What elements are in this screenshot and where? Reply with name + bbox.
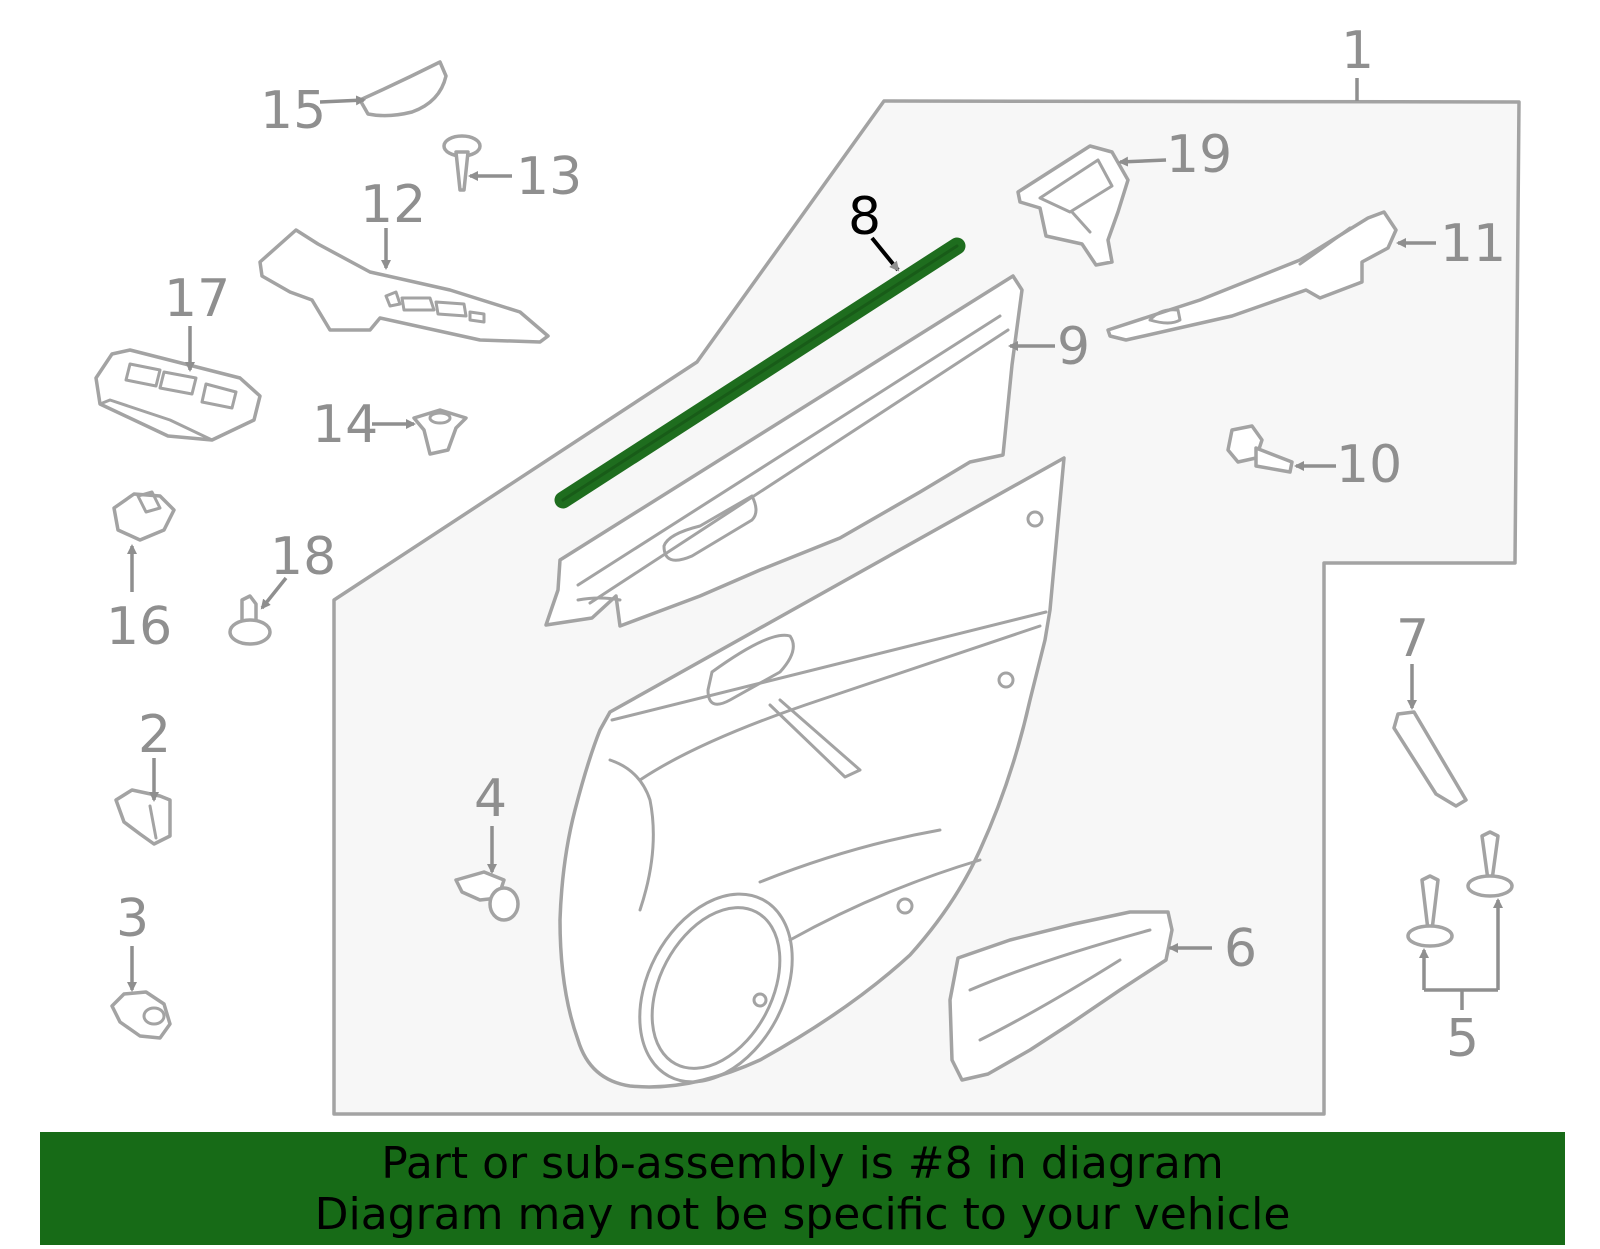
callout-5: 5 bbox=[1446, 1009, 1479, 1069]
callout-11: 11 bbox=[1440, 214, 1506, 274]
callout-18: 18 bbox=[270, 527, 336, 587]
part-18-push-pin bbox=[228, 594, 272, 646]
part-7-cover bbox=[1392, 710, 1468, 808]
callout-7: 7 bbox=[1396, 609, 1429, 669]
callout-13: 13 bbox=[516, 147, 582, 207]
part-13-screw bbox=[442, 134, 482, 192]
callout-16: 16 bbox=[106, 597, 172, 657]
callout-1: 1 bbox=[1341, 21, 1374, 81]
part-11-armrest-bezel bbox=[1106, 210, 1398, 342]
banner-line-2: Diagram may not be specific to your vehi… bbox=[314, 1188, 1291, 1240]
callout-17: 17 bbox=[164, 269, 230, 329]
part-10-bolt bbox=[1226, 424, 1294, 474]
banner-line-1: Part or sub-assembly is #8 in diagram bbox=[381, 1137, 1224, 1189]
callout-19: 19 bbox=[1166, 125, 1232, 185]
info-banner: Part or sub-assembly is #8 in diagram Di… bbox=[40, 1132, 1565, 1245]
part-15-trim-cap bbox=[358, 60, 448, 118]
part-6-pocket bbox=[948, 910, 1174, 1082]
callout-10: 10 bbox=[1336, 435, 1402, 495]
callout-8: 8 bbox=[848, 187, 881, 247]
callout-4: 4 bbox=[474, 769, 507, 829]
callout-2: 2 bbox=[138, 705, 171, 765]
leader-8 bbox=[870, 236, 900, 272]
callout-12: 12 bbox=[360, 175, 426, 235]
part-2-clip bbox=[114, 788, 172, 846]
part-8-belt-molding-edge bbox=[561, 244, 959, 502]
part-5-screws bbox=[1406, 830, 1514, 948]
callout-6: 6 bbox=[1224, 919, 1257, 979]
callout-3: 3 bbox=[116, 889, 149, 949]
part-17-window-switch bbox=[94, 348, 262, 442]
part-12-switch-bezel bbox=[258, 228, 550, 344]
callout-14: 14 bbox=[312, 395, 378, 455]
part-4-push-clip bbox=[454, 870, 520, 922]
part-19-inner-handle bbox=[1016, 144, 1130, 267]
leader-18 bbox=[260, 576, 288, 610]
part-3-grommet bbox=[110, 990, 172, 1040]
leader-15 bbox=[319, 95, 366, 106]
part-8-belt-molding bbox=[554, 237, 966, 509]
callout-15: 15 bbox=[260, 81, 326, 141]
part-9-upper-trim bbox=[544, 274, 1024, 628]
door-trim-panel bbox=[558, 456, 1066, 1089]
leader-19 bbox=[1118, 156, 1167, 167]
callout-9: 9 bbox=[1057, 317, 1090, 377]
part-14-nut-clip bbox=[412, 408, 468, 456]
part-16-clip bbox=[112, 490, 176, 542]
